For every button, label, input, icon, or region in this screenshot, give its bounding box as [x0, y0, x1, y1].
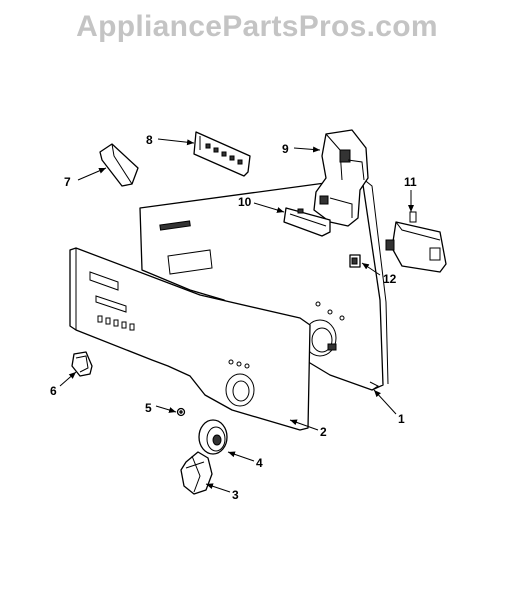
part-push-button[interactable] — [99, 143, 139, 187]
part-timer[interactable] — [385, 211, 447, 273]
callout-11: 11 — [404, 175, 417, 189]
callout-3: 3 — [232, 488, 239, 502]
part-small-switch[interactable] — [349, 254, 361, 268]
part-bracket-assembly[interactable] — [313, 129, 369, 227]
callout-9: 9 — [282, 142, 289, 156]
callout-6: 6 — [50, 384, 57, 398]
callout-1: 1 — [398, 412, 405, 426]
part-dial-skirt[interactable] — [198, 419, 228, 455]
callout-8: 8 — [146, 133, 153, 147]
callout-10: 10 — [238, 195, 252, 209]
part-switch-block[interactable] — [193, 131, 251, 177]
callout-12: 12 — [383, 272, 397, 286]
part-ring[interactable] — [176, 407, 186, 417]
part-button[interactable] — [71, 351, 93, 377]
leader-lines — [59, 138, 414, 493]
callout-2: 2 — [320, 425, 327, 439]
callout-7: 7 — [64, 175, 71, 189]
part-knob[interactable] — [180, 451, 213, 495]
part-front-panel[interactable] — [69, 247, 311, 431]
watermark-logo: AppliancePartsPros.com — [76, 10, 438, 43]
callout-5: 5 — [145, 401, 152, 415]
part-slide-button[interactable] — [283, 207, 331, 237]
callout-4: 4 — [256, 456, 263, 470]
